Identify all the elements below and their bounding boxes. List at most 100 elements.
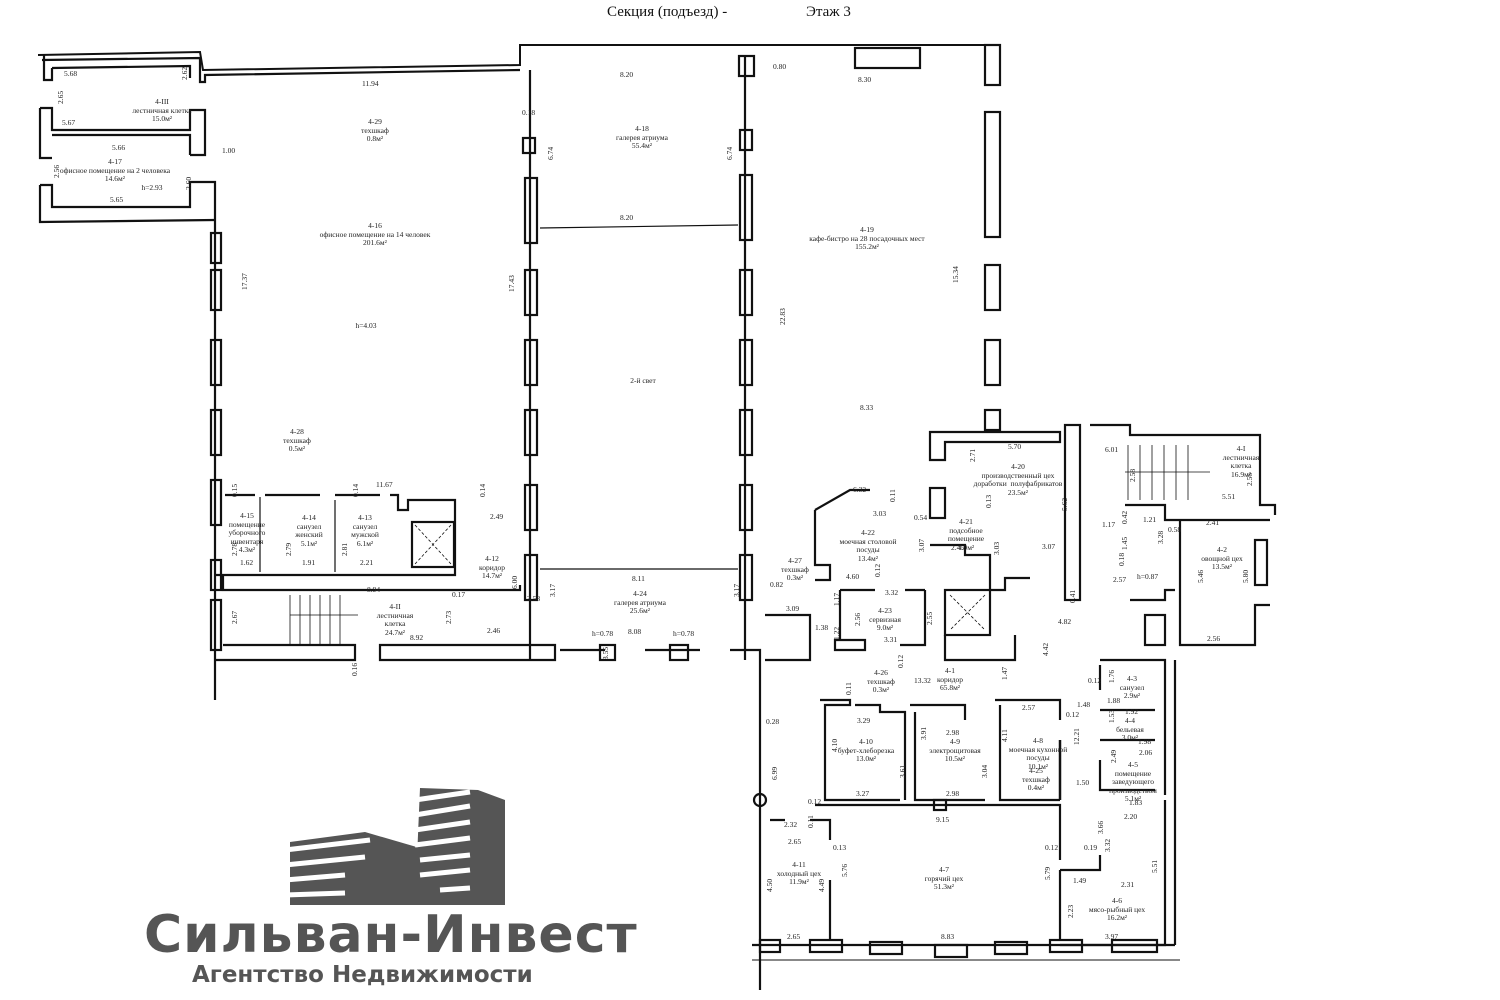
dimension: 13.32 <box>914 676 931 685</box>
dimension: 2.78 <box>230 542 239 556</box>
dimension: 2.71 <box>968 448 977 462</box>
dimension: 0.16 <box>350 662 359 676</box>
dimension: 2.49 <box>1109 749 1118 763</box>
dimension: 4.50 <box>765 878 774 892</box>
dimension: h=0.87 <box>1137 572 1159 581</box>
dimension: 6.74 <box>725 146 734 160</box>
dimension: 1.21 <box>1143 515 1157 524</box>
dimension: h=0.78 <box>592 629 614 638</box>
dimension: 4.82 <box>1058 617 1072 626</box>
room-4-16-height: h=4.03 <box>355 321 377 330</box>
dimension: 1.00 <box>222 146 236 155</box>
dimension: 3.32 <box>885 588 899 597</box>
dimension: 1.38 <box>815 623 829 632</box>
dimension: 2.65 <box>56 90 65 104</box>
dimension: 1.47 <box>1000 666 1009 680</box>
dimension: 1.17 <box>832 592 841 606</box>
dimension: 3.17 <box>732 583 741 597</box>
room-second-light: 2-й свет <box>630 376 656 385</box>
dimension: 2.21 <box>360 558 374 567</box>
dimension: 0.82 <box>770 580 784 589</box>
dimension: 5.62 <box>1060 497 1069 511</box>
dimension: 0.18 <box>1117 552 1126 566</box>
dimension: 2.45 <box>951 543 965 552</box>
dimension: 8.94 <box>367 585 381 594</box>
dimension: 8.30 <box>858 75 872 84</box>
dimension: 1.17 <box>1102 520 1116 529</box>
dimension: 2.73 <box>444 610 453 624</box>
dimension: 0.12 <box>808 797 822 806</box>
dimension: 2.31 <box>1121 880 1135 889</box>
dimension: 0.13 <box>984 494 993 508</box>
dimension: 0.80 <box>773 62 787 71</box>
dimension: 6.99 <box>770 766 779 780</box>
dimension: 1.22 <box>832 626 841 640</box>
dimension: 5.46 <box>1196 569 1205 583</box>
dimension: 1.62 <box>240 558 254 567</box>
dimension: 3.31 <box>884 635 898 644</box>
dimension: 8.20 <box>620 70 634 79</box>
floor-title: Этаж 3 <box>806 4 851 20</box>
dimension: 5.66 <box>112 143 126 152</box>
dimension: 11.67 <box>376 480 393 489</box>
dimension: 5.70 <box>1008 442 1022 451</box>
dimension: 8.92 <box>410 633 424 642</box>
dimension: 0.18 <box>522 108 536 117</box>
dimension: 2.06 <box>1139 748 1153 757</box>
dimension: 0.58 <box>1168 525 1182 534</box>
dimension: 0.19 <box>1084 843 1098 852</box>
dimension: 2.98 <box>946 789 960 798</box>
dimension: 5.51 <box>1150 859 1159 873</box>
brand-name: Сильван-Инвест <box>144 905 638 965</box>
dimension: 2.65 <box>788 837 802 846</box>
dimension: 0.54 <box>914 513 928 522</box>
dimension: 1.92 <box>1125 707 1139 716</box>
dimension: 0.12 <box>1045 843 1059 852</box>
dimension: 0.28 <box>766 717 780 726</box>
dimension: 3.09 <box>786 604 800 613</box>
dimension: 3.91 <box>919 726 928 740</box>
dimension: 2.65 <box>787 932 801 941</box>
dimension: 0.11 <box>888 489 897 502</box>
dimension: 0.12 <box>1088 676 1102 685</box>
dimension: 17.43 <box>507 275 516 292</box>
dimension: 2.67 <box>230 610 239 624</box>
dimension: 1.48 <box>1077 700 1091 709</box>
dimension: 1.45 <box>1120 536 1129 550</box>
dimension: 0.41 <box>1068 589 1077 603</box>
dimension: 2.62 <box>180 66 189 80</box>
dimension: 3.61 <box>898 764 907 778</box>
dimension: 2.20 <box>1124 812 1138 821</box>
dimension: 0.12 <box>873 563 882 577</box>
dimension: 3.32 <box>1103 838 1112 852</box>
dimension: 3.04 <box>980 764 989 778</box>
dimension: 6.01 <box>1105 445 1119 454</box>
dimension: 0.11 <box>806 815 815 828</box>
dimension: h=0.78 <box>673 629 695 638</box>
dimension: 6.00 <box>510 575 519 589</box>
dimension: 5.67 <box>62 118 76 127</box>
dimension: 15.34 <box>951 266 960 283</box>
dimension: 2.57 <box>1022 703 1036 712</box>
dimension: 1.50 <box>1076 778 1090 787</box>
dimension: 5.68 <box>64 69 78 78</box>
dimension: 2.32 <box>784 820 798 829</box>
dimension: 8.33 <box>860 403 874 412</box>
dimension: 5.65 <box>110 195 124 204</box>
